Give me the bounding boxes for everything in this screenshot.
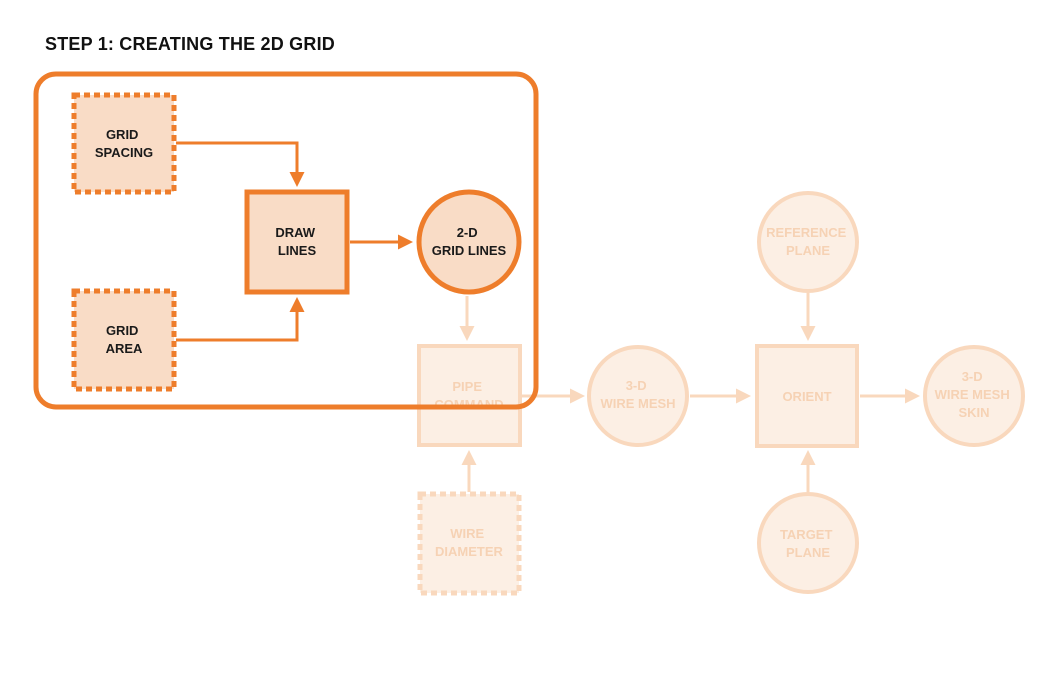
grid-area-label: GRID AREA (106, 323, 143, 356)
pipe-command-node (417, 344, 522, 447)
grid-spacing-node (71, 92, 177, 195)
wire-mesh-3d-node (587, 345, 689, 447)
reference-plane-label: REFERENCE PLANE (766, 225, 850, 258)
wire-diameter-node (417, 491, 522, 596)
grid-area-node (71, 288, 177, 392)
draw-lines-node (244, 189, 350, 295)
target-plane-node (757, 492, 859, 594)
orient-node (755, 344, 859, 448)
connector-area-to-drawlines (176, 297, 305, 342)
diagram-title: STEP 1: CREATING THE 2D GRID (45, 34, 335, 54)
wire-mesh-3d-label: 3-D WIRE MESH (600, 378, 675, 411)
connector-spacing-to-drawlines (176, 141, 305, 187)
grid-lines-2d-label: 2-D GRID LINES (432, 225, 507, 258)
wire-mesh-skin-3d-node (923, 345, 1025, 447)
wire-mesh-skin-3d-label: 3-D WIRE MESH SKIN (935, 369, 1014, 420)
grid-lines-2d-node (416, 189, 522, 295)
step-1-frame (33, 71, 539, 410)
faint-layer: PIPE COMMAND 3-D WIRE MESH WIRE DIAMETER… (417, 191, 1025, 596)
draw-lines-label: DRAW LINES (275, 225, 318, 258)
reference-plane-node (757, 191, 859, 293)
grid-spacing-label: GRID SPACING (95, 127, 153, 160)
wire-diameter-label: WIRE DIAMETER (435, 526, 504, 559)
target-plane-label: TARGET PLANE (780, 527, 836, 560)
orient-label: ORIENT (782, 389, 831, 404)
